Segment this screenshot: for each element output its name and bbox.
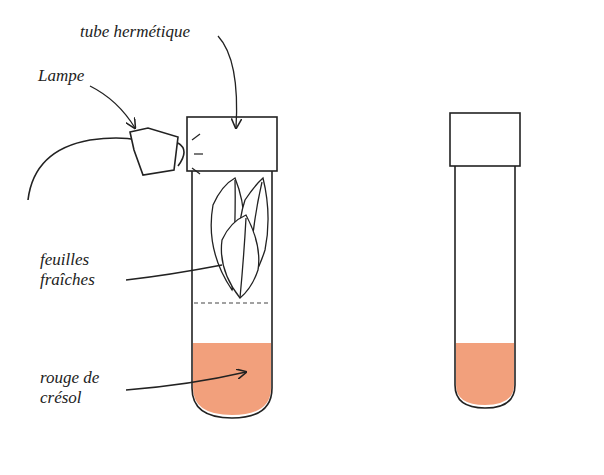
part-label: feuilles fraîches bbox=[40, 250, 122, 289]
fresh-leaves bbox=[211, 178, 268, 298]
lamp bbox=[28, 128, 184, 200]
cresol-red-liquid bbox=[456, 343, 514, 405]
leader-lines bbox=[90, 36, 246, 390]
leaf-support bbox=[194, 302, 270, 303]
cresol-red-liquid bbox=[193, 343, 271, 415]
stopper bbox=[450, 113, 520, 166]
part-label: tube hermétique bbox=[80, 22, 220, 42]
light-rays bbox=[192, 134, 203, 174]
part-label: Lampe bbox=[38, 66, 98, 86]
control-tube bbox=[455, 165, 515, 408]
stopper bbox=[187, 117, 277, 171]
part-label: rouge de crésol bbox=[40, 368, 122, 407]
